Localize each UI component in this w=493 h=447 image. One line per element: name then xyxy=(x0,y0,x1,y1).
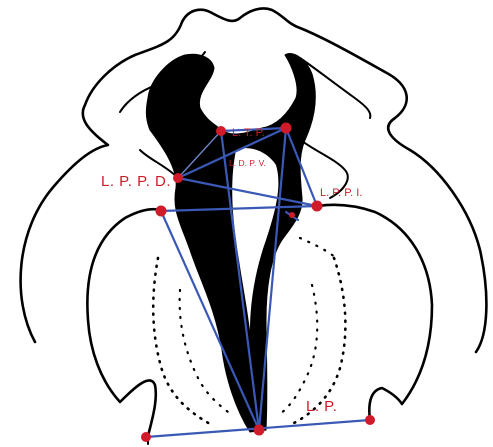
point-base-left xyxy=(141,432,151,442)
label-ldpv: L. D. P. V. xyxy=(229,158,266,168)
point-ltp-right xyxy=(281,123,292,134)
point-lp xyxy=(254,425,265,436)
label-lppd: L. P. P. D. xyxy=(101,173,171,190)
label-lppi: L. P. P. I. xyxy=(320,187,362,199)
label-lp: L. P. xyxy=(306,398,337,415)
point-lppd xyxy=(173,173,183,183)
label-ltp: L. T. P. xyxy=(232,127,265,139)
point-left-width xyxy=(156,206,167,217)
central-dark-region xyxy=(146,54,315,432)
right-dotted-line-inner xyxy=(280,285,317,414)
point-lppi-tick xyxy=(289,212,295,218)
right-top-dotted xyxy=(300,238,338,260)
left-arch xyxy=(87,209,160,436)
right-arch xyxy=(318,205,432,420)
point-ltp-left xyxy=(216,126,226,136)
point-base-right xyxy=(365,415,375,425)
point-lppi xyxy=(312,201,323,212)
